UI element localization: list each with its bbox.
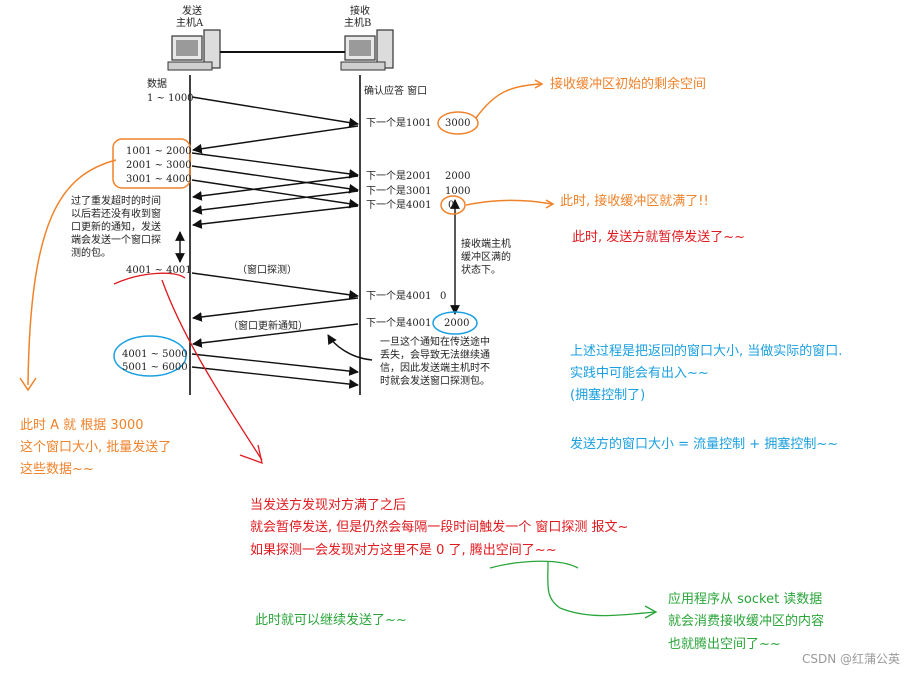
annotation-recv-buffer-init: 接收缓冲区初始的剩余空间 (550, 77, 707, 92)
annotation-green-line: 也就腾出空间了~~ (668, 637, 781, 652)
window-update-label: （窗口更新通知） (228, 321, 308, 332)
annotation-red-line: 当发送方发现对方满了之后 (250, 498, 407, 513)
lost-note-line: 丢失，会导致无法继续通 (380, 350, 490, 361)
annotation-blue-line: (拥塞控制了) (570, 388, 646, 403)
probe-segment-label: 4001 ~ 4001 (126, 265, 192, 276)
window-value: 0 (440, 291, 447, 302)
window-value: 2000 (444, 318, 470, 329)
window-value: 1000 (445, 186, 471, 197)
segment-label: 2001 ~ 3000 (126, 160, 192, 171)
segment-label: 1001 ~ 2000 (126, 146, 192, 157)
host-b-label: 主机B (344, 18, 372, 29)
host-b-computer-icon (340, 29, 394, 71)
segment-label: 3001 ~ 4000 (126, 174, 192, 185)
annotation-blue-line: 实践中可能会有出入~~ (570, 366, 709, 381)
buffer-full-note-line: 接收端主机 (461, 239, 511, 250)
blue-marks (113, 311, 478, 377)
timeout-note-line: 端会发送一个窗口探 (71, 235, 161, 246)
ack-label: 下一个是4001 (366, 200, 432, 211)
timeout-note-line: 以后若还没有收到窗 (71, 209, 161, 220)
orange-marks (19, 79, 555, 392)
annotation-red-line: 如果探测一会发现对方这里不是 0 了, 腾出空间了~~ (250, 543, 557, 558)
ack-label: 下一个是1001 (366, 118, 432, 129)
timeout-note-line: 测的包。 (71, 248, 111, 259)
timeout-note-line: 过了重发超时的时间 (71, 196, 161, 207)
host-a-label-top: 发送 (182, 6, 202, 17)
green-marks (489, 560, 658, 619)
segment-label: 5001 ~ 6000 (122, 362, 188, 373)
probe-label: （窗口探测） (237, 265, 297, 276)
annotation-green-line: 应用程序从 socket 读数据 (668, 592, 823, 607)
window-value: 3000 (445, 118, 471, 129)
lost-note-line: 信，因此发送端主机时不 (380, 363, 490, 374)
annotation-orange-line: 此时 A 就 根据 3000 (20, 418, 144, 433)
message-arrows (175, 96, 460, 389)
annotation-buffer-full: 此时, 接收缓冲区就满了!! (560, 194, 709, 209)
window-value: 0 (448, 200, 455, 211)
annotation-red-line: 就会暂停发送, 但是仍然会每隔一段时间触发一个 窗口探测 报文~ (250, 520, 629, 535)
window-value: 2000 (445, 171, 471, 182)
lost-note-line: 时就会发送窗口探测包。 (380, 376, 490, 387)
ack-label: 下一个是4001 (366, 318, 432, 329)
buffer-full-note-line: 缓冲区满的 (461, 252, 511, 263)
annotation-orange-line: 这个窗口大小, 批量发送了 (20, 440, 172, 455)
host-b-label-top: 接收 (350, 6, 370, 17)
watermark: CSDN @红蒲公英 (801, 652, 900, 666)
red-marks (113, 272, 263, 465)
data-header: 数据 (147, 79, 167, 90)
ack-label: 下一个是2001 (366, 171, 432, 182)
segment-label: 4001 ~ 5000 (122, 349, 188, 360)
timeout-note-line: 口更新的通知，发送 (71, 222, 161, 233)
ack-label: 下一个是3001 (366, 186, 432, 197)
lost-note-line: 一旦这个通知在传送途中 (380, 337, 490, 348)
annotation-green-line: 就会消费接收缓冲区的内容 (668, 614, 825, 629)
ack-label: 下一个是4001 (366, 291, 432, 302)
annotation-sender-pause: 此时, 发送方就暂停发送了~~ (572, 230, 746, 245)
segment-label: 1 ~ 1000 (147, 93, 194, 104)
annotation-blue-line: 上述过程是把返回的窗口大小, 当做实际的窗口. (570, 344, 843, 359)
buffer-full-note-line: 状态下。 (461, 265, 501, 276)
annotation-orange-line: 这些数据~~ (20, 462, 94, 477)
annotation-green-line: 此时就可以继续发送了~~ (255, 613, 407, 628)
host-a-computer-icon (167, 29, 221, 71)
ack-window-header: 确认应答 窗口 (364, 86, 428, 97)
annotation-blue-line: 发送方的窗口大小 = 流量控制 + 拥塞控制~~ (570, 437, 839, 452)
host-a-label: 主机A (176, 18, 204, 29)
